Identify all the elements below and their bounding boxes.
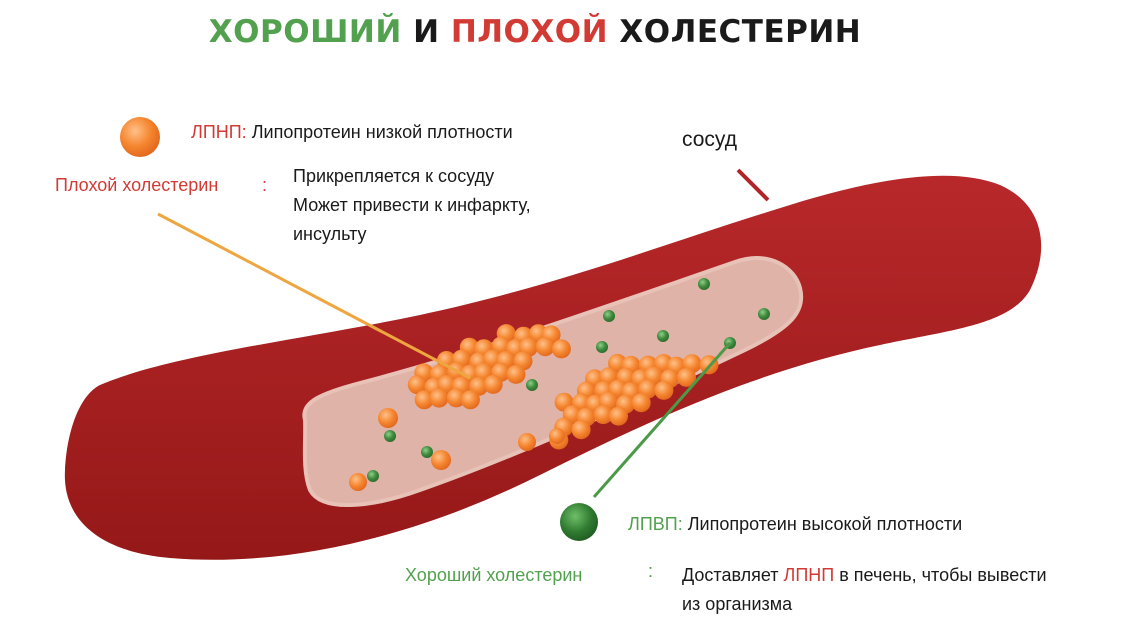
hdl-desc-ldl: ЛПНП	[783, 565, 835, 585]
hdl-label: Хороший холестерин	[405, 565, 583, 585]
hdl-desc-1: Доставляет ЛПНП в печень, чтобы вывести	[682, 562, 1047, 588]
ldl-plaque-particle	[414, 390, 434, 410]
ldl-plaque-particle	[609, 406, 628, 426]
ldl-plaque-particle	[593, 405, 613, 425]
hdl-particle	[596, 341, 608, 353]
ldl-label: Плохой холестерин	[55, 175, 219, 195]
ldl-particle	[549, 428, 565, 444]
ldl-plaque-particle	[551, 339, 571, 359]
ldl-plaque-lower	[549, 353, 719, 450]
ldl-plaque-particle	[506, 364, 526, 384]
hdl-desc-before: Доставляет	[682, 565, 779, 585]
ldl-plaque-particle	[535, 337, 555, 357]
vessel-pointer-line	[736, 168, 770, 202]
hdl-colon: :	[648, 561, 654, 581]
ldl-plaque-particle	[429, 388, 449, 408]
ldl-particles	[349, 408, 565, 491]
hdl-abbr: ЛПВП:	[628, 514, 683, 534]
ldl-plaque-particle	[446, 388, 466, 408]
hdl-particle	[384, 430, 396, 442]
hdl-full-name: Липопротеин высокой плотности	[687, 514, 963, 534]
title-good: ХОРОШИЙ	[208, 14, 402, 50]
ldl-plaque-particle	[460, 390, 480, 410]
ldl-plaque-particle	[631, 393, 651, 413]
title-cholesterol: ХОЛЕСТЕРИН	[619, 14, 862, 50]
ldl-plaque-particle	[483, 374, 503, 394]
ldl-desc-1: Прикрепляется к сосуду	[293, 166, 495, 186]
ldl-plaque-particle	[571, 420, 591, 440]
hdl-particle	[657, 330, 669, 342]
hdl-particle	[367, 470, 379, 482]
ldl-pointer-line	[157, 212, 471, 380]
vessel-label: сосуд	[682, 128, 737, 151]
hdl-desc-2: из организма	[682, 594, 793, 614]
ldl-plaque-upper	[407, 324, 571, 410]
title-bad: ПЛОХОЙ	[450, 14, 609, 50]
hdl-particle	[698, 278, 710, 290]
ldl-particle	[431, 450, 451, 470]
ldl-particle	[378, 408, 398, 428]
ldl-legend-icon	[120, 117, 160, 157]
hdl-pointer-line	[592, 342, 732, 498]
hdl-particle	[526, 379, 538, 391]
hdl-legend-icon	[560, 503, 598, 541]
ldl-particle	[349, 473, 367, 491]
ldl-plaque-particle	[407, 375, 427, 395]
ldl-desc-2: Может привести к инфаркту,	[293, 195, 531, 215]
hdl-legend: ЛПВП: Липопротеин высокой плотности	[628, 511, 962, 537]
ldl-abbr: ЛПНП:	[191, 122, 247, 142]
page-title: ХОРОШИЙ И ПЛОХОЙ ХОЛЕСТЕРИН	[0, 14, 1070, 50]
ldl-legend: ЛПНП: Липопротеин низкой плотности	[191, 119, 513, 145]
ldl-desc-3: инсульту	[293, 224, 367, 244]
hdl-particle	[603, 310, 615, 322]
hdl-particle	[758, 308, 770, 320]
ldl-particle	[518, 433, 536, 451]
title-and: И	[413, 14, 440, 50]
hdl-desc-after: в печень, чтобы вывести	[839, 565, 1047, 585]
hdl-particle	[421, 446, 433, 458]
ldl-plaque-particle	[654, 380, 674, 400]
ldl-full-name: Липопротеин низкой плотности	[251, 122, 513, 142]
ldl-plaque-particle	[677, 367, 696, 387]
ldl-colon: :	[262, 175, 268, 195]
